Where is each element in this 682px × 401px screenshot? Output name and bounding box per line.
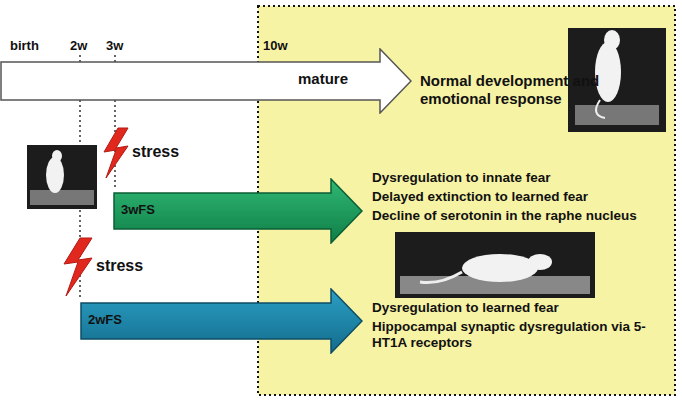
rat-photo <box>27 145 97 209</box>
arrow-outline <box>1 49 411 113</box>
arrow-label: 2wFS <box>88 312 122 327</box>
stress-arrow: 2wFS <box>80 288 363 354</box>
arrow-shape <box>80 288 363 354</box>
time-label: 2w <box>70 38 87 54</box>
arrow-label: mature <box>298 70 348 87</box>
timeline-arrow: mature <box>0 48 412 114</box>
arrow-shape <box>0 48 412 114</box>
stress-bolt <box>104 128 128 178</box>
rat-photo <box>395 232 595 298</box>
arrow-outline <box>114 179 362 243</box>
outcome-text: Delayed extinction to learned fear <box>372 189 588 205</box>
stress-label: stress <box>132 142 179 161</box>
time-label: birth <box>10 38 39 54</box>
stress-bolt <box>64 238 92 296</box>
stress-label: stress <box>96 256 143 275</box>
stress-arrow: 3wFS <box>113 178 363 244</box>
arrow-label: 3wFS <box>121 202 155 217</box>
outcome-text: Decline of serotonin in the raphe nucleu… <box>372 208 637 224</box>
outcome-text: Hippocampal synaptic dysregulation via 5… <box>372 319 652 351</box>
time-label: 10w <box>263 38 288 54</box>
time-label: 3w <box>106 38 123 54</box>
outcome-text: Dysregulation to innate fear <box>372 170 551 186</box>
outcome-text: Dysregulation to learned fear <box>372 300 559 316</box>
outcome-text: Normal development and emotional respons… <box>420 72 620 108</box>
arrow-outline <box>81 289 362 353</box>
